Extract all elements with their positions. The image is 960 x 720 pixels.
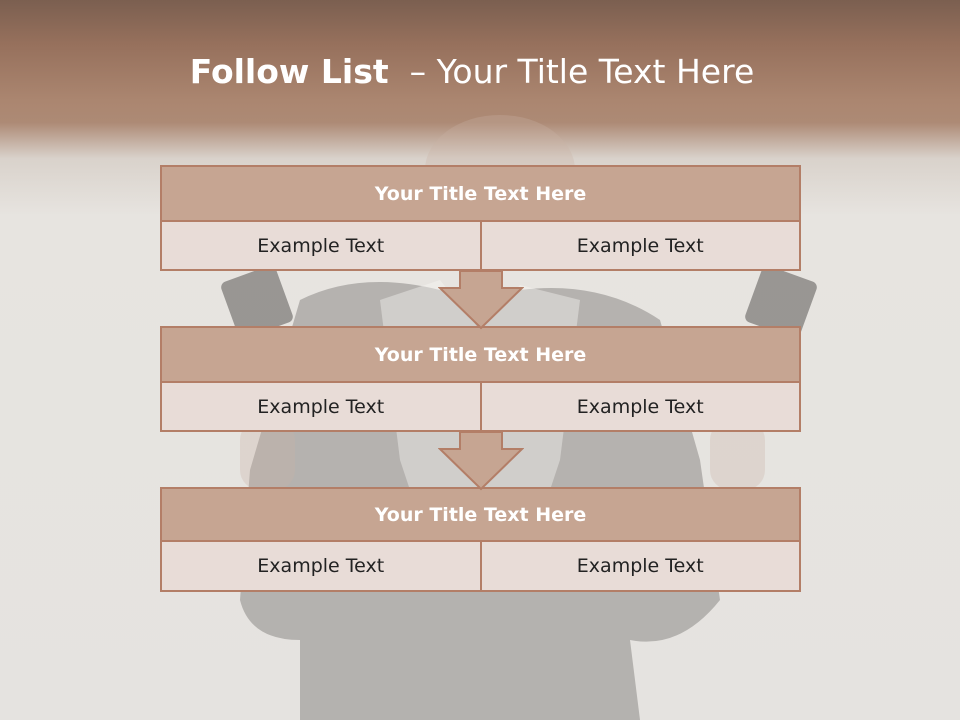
block-cell-left: Example Text — [160, 383, 482, 432]
block-cell-right: Example Text — [481, 222, 801, 271]
block-row: Example Text Example Text — [160, 383, 801, 432]
block-cell-right: Example Text — [481, 383, 801, 432]
title-bold: Follow List — [189, 52, 389, 91]
block-header: Your Title Text Here — [160, 487, 801, 542]
block-cell-right: Example Text — [481, 542, 801, 592]
title-rest: – Your Title Text Here — [388, 52, 755, 91]
list-block-1: Your Title Text Here Example Text Exampl… — [160, 165, 801, 271]
block-row: Example Text Example Text — [160, 542, 801, 592]
block-header: Your Title Text Here — [160, 326, 801, 383]
block-header: Your Title Text Here — [160, 165, 801, 222]
block-row: Example Text Example Text — [160, 222, 801, 271]
block-cell-left: Example Text — [160, 222, 482, 271]
down-arrow-icon — [438, 270, 524, 330]
slide-title: Follow List – Your Title Text Here — [0, 52, 944, 91]
block-cell-left: Example Text — [160, 542, 482, 592]
list-block-3: Your Title Text Here Example Text Exampl… — [160, 487, 801, 592]
list-block-2: Your Title Text Here Example Text Exampl… — [160, 326, 801, 432]
down-arrow-icon — [438, 431, 524, 491]
